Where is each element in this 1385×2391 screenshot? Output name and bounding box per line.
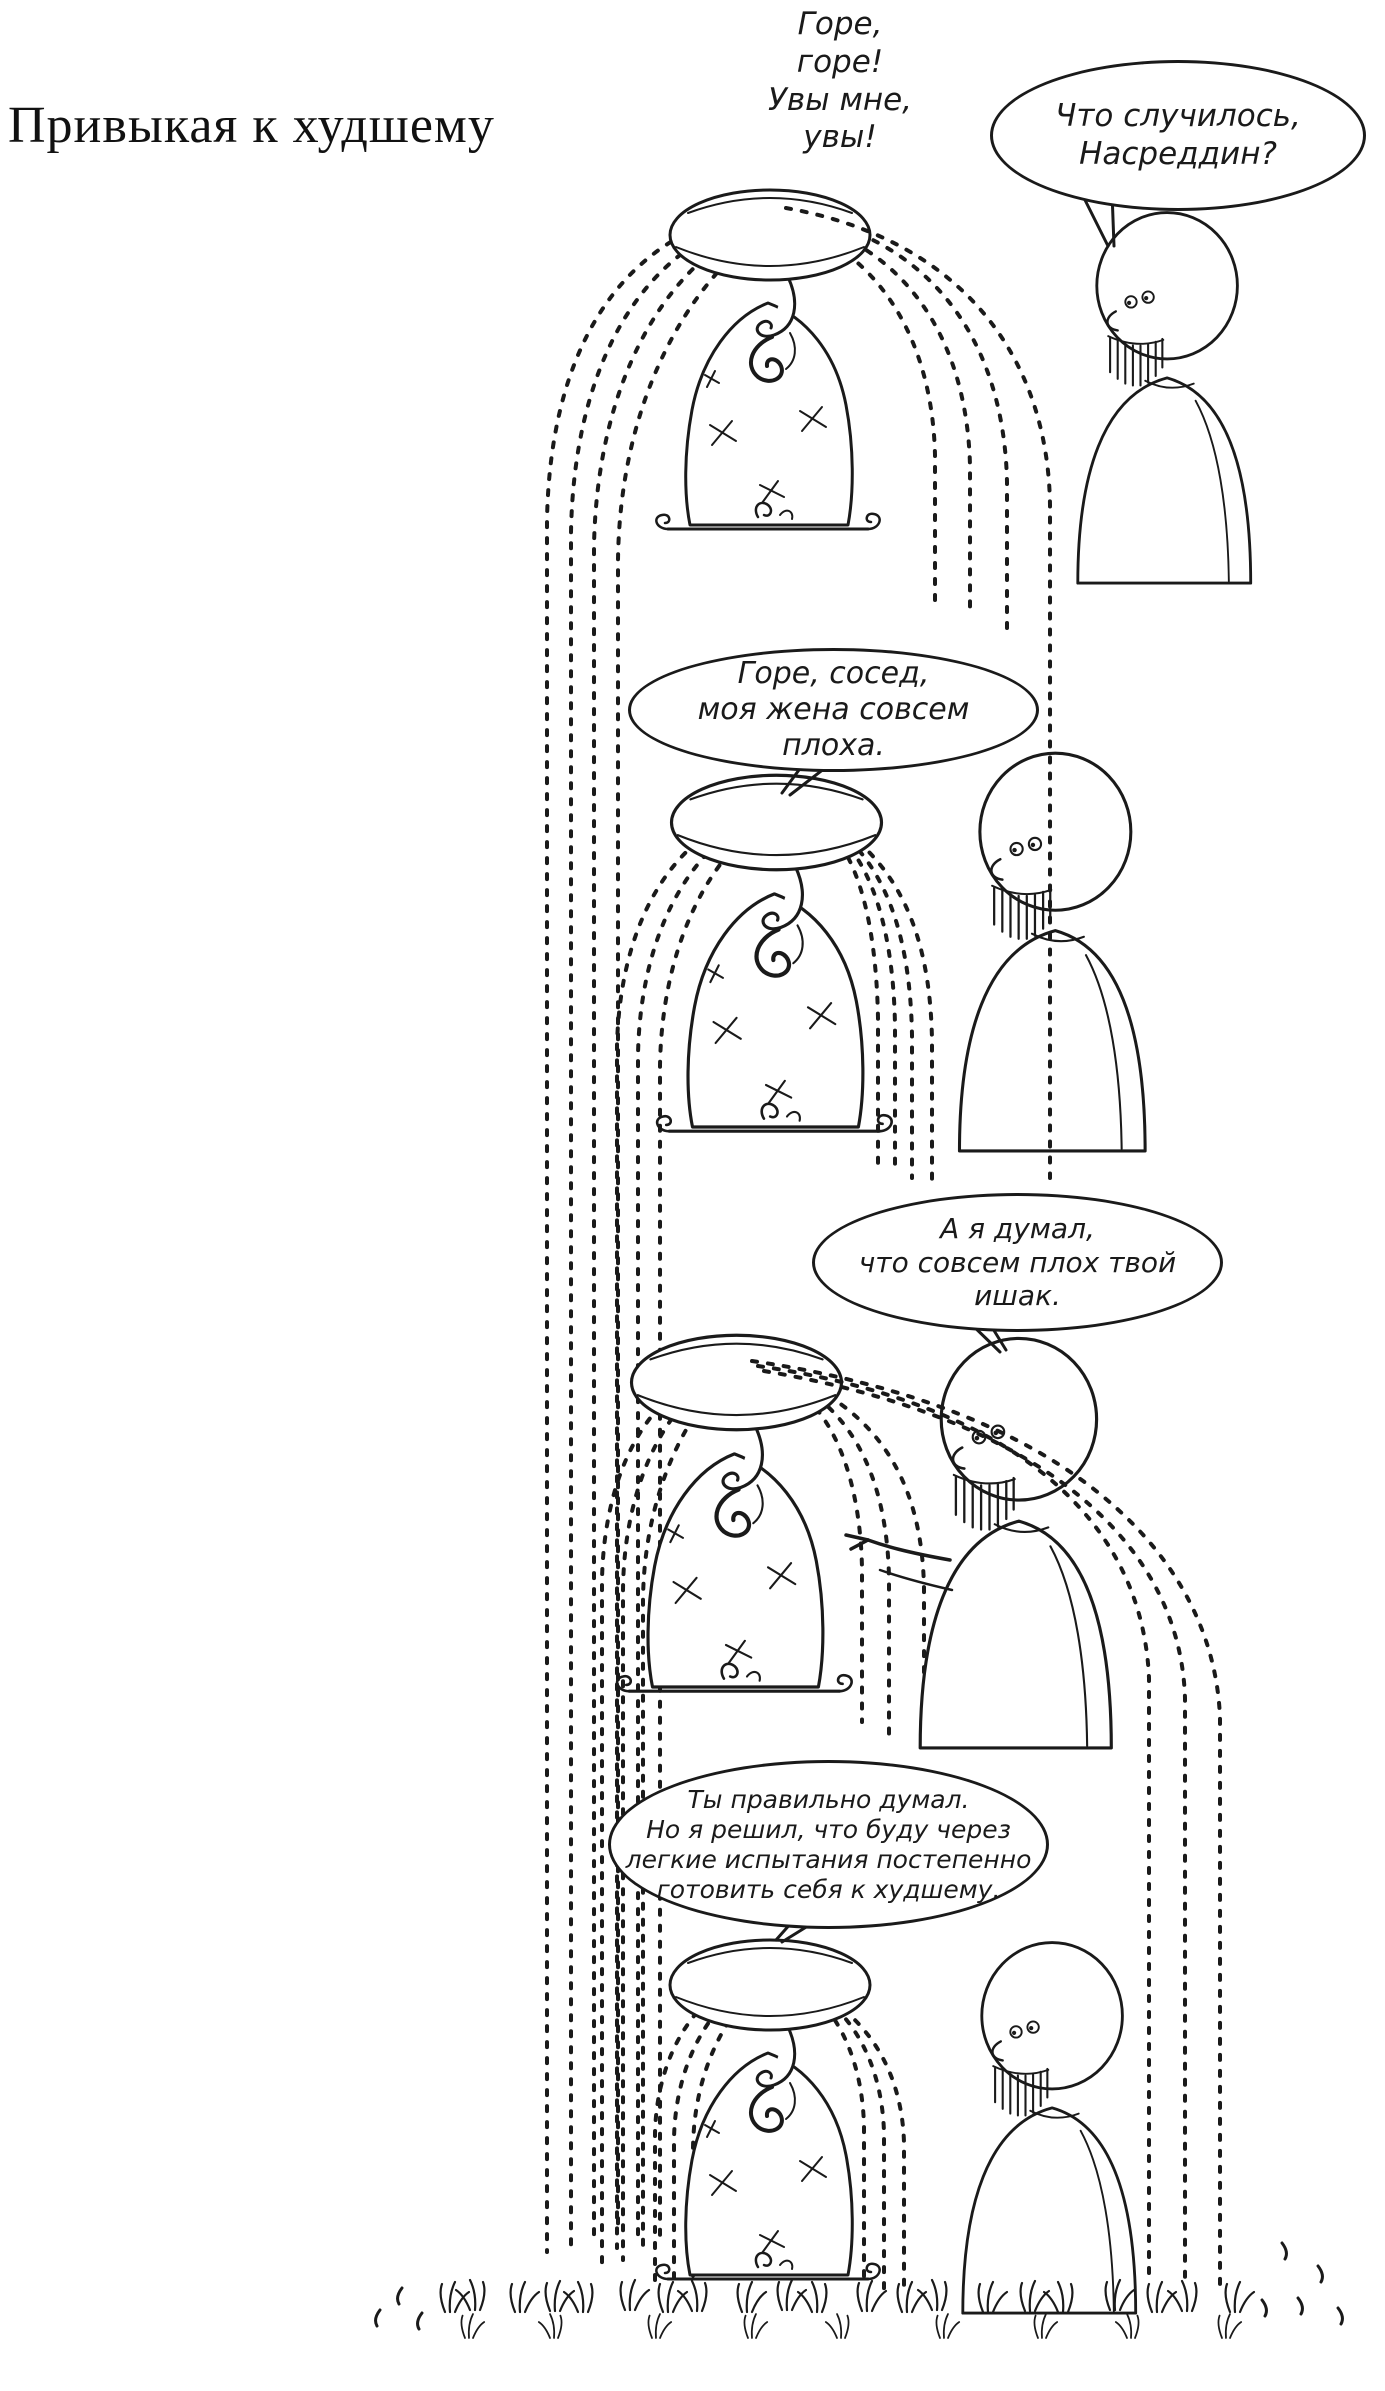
tear-fountain-foreground: [750, 206, 1222, 2292]
crying-nasreddin-figure-1: [654, 188, 882, 531]
speech-bubble-donkey-guess-text: А я думал, что совсем плох твой ишак.: [858, 1212, 1177, 1313]
comic-title: Привыкая к худшему: [8, 97, 495, 154]
crying-nasreddin-figure-3: [617, 1335, 852, 1691]
pointing-hand: [844, 1533, 954, 1592]
speech-bubble-grief-wife: Горе, сосед, моя жена совсем плоха.: [628, 648, 1039, 772]
neighbor-figure-4: [961, 1941, 1138, 2315]
lament-text: Горе, горе! Увы мне, увы!: [767, 6, 913, 156]
neighbor-figure-2: [957, 751, 1147, 1153]
neighbor-figure-1: [1076, 211, 1253, 585]
speech-bubble-worst-plan: Ты правильно думал. Но я решил, что буду…: [608, 1760, 1049, 1929]
splash-droplets: [374, 2241, 1344, 2331]
speech-bubble-neighbor-question: Что случилось, Насреддин?: [990, 60, 1366, 211]
speech-bubble-worst-plan-text: Ты правильно думал. Но я решил, что буду…: [625, 1784, 1032, 1904]
speech-bubble-neighbor-question-text: Что случилось, Насреддин?: [1055, 98, 1301, 172]
crying-nasreddin-figure-4: [654, 1938, 882, 2281]
speech-bubble-donkey-guess: А я думал, что совсем плох твой ишак.: [812, 1193, 1223, 1332]
speech-bubble-grief-wife-text: Горе, сосед, моя жена совсем плоха.: [697, 656, 970, 763]
crying-nasreddin-figure-2: [657, 775, 892, 1131]
neighbor-figure-3: [918, 1336, 1113, 1750]
